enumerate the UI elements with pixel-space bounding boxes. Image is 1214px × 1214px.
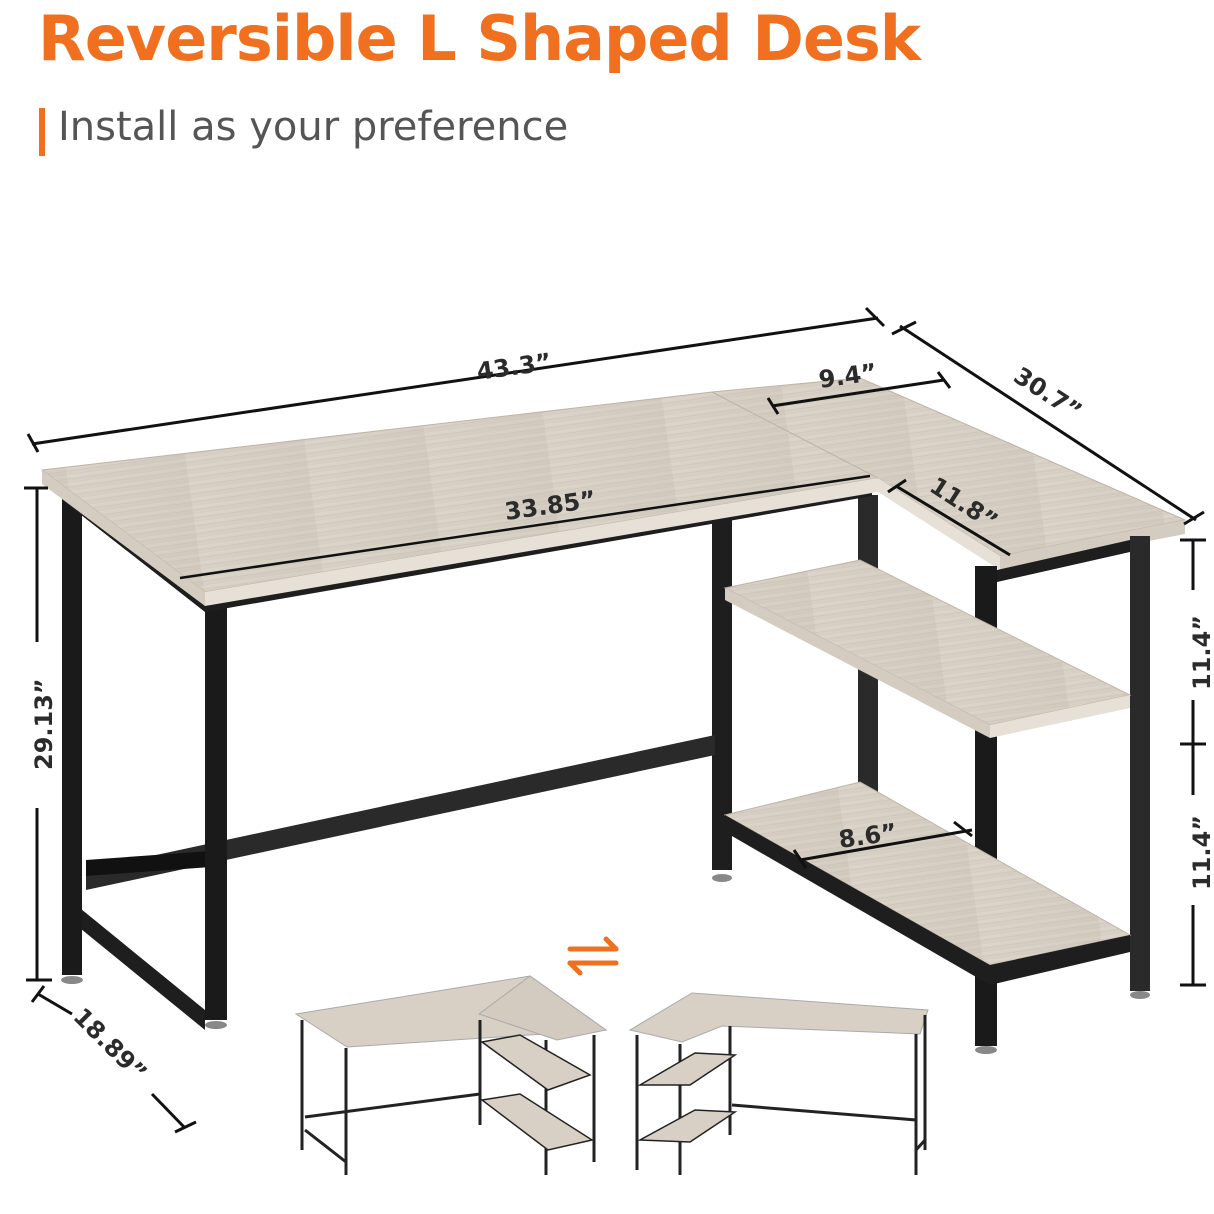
rear-stretcher bbox=[86, 735, 715, 890]
dim-lower-shelf-gap: 11.4” bbox=[1188, 815, 1214, 890]
main-desk bbox=[40, 377, 1187, 1054]
dim-depth: 18.89” bbox=[68, 1002, 153, 1087]
mini-desk-right bbox=[628, 992, 929, 1175]
page-title: Reversible L Shaped Desk bbox=[38, 2, 921, 75]
leg-front-left bbox=[62, 480, 82, 975]
dim-total-length: 43.3” bbox=[475, 348, 553, 386]
subtitle-accent-bar bbox=[39, 108, 45, 156]
page-subtitle: Install as your preference bbox=[58, 104, 569, 150]
leg-front-right bbox=[205, 600, 227, 1020]
leg-shelf-back bbox=[1130, 536, 1150, 991]
mini-desk-left bbox=[294, 975, 608, 1175]
swap-arrows-icon bbox=[567, 936, 619, 976]
dim-height: 29.13” bbox=[30, 678, 58, 770]
dim-upper-shelf-gap: 11.4” bbox=[1188, 615, 1214, 690]
dim-return-length: 30.7” bbox=[1009, 362, 1087, 426]
dimension-lines bbox=[24, 306, 1206, 1134]
